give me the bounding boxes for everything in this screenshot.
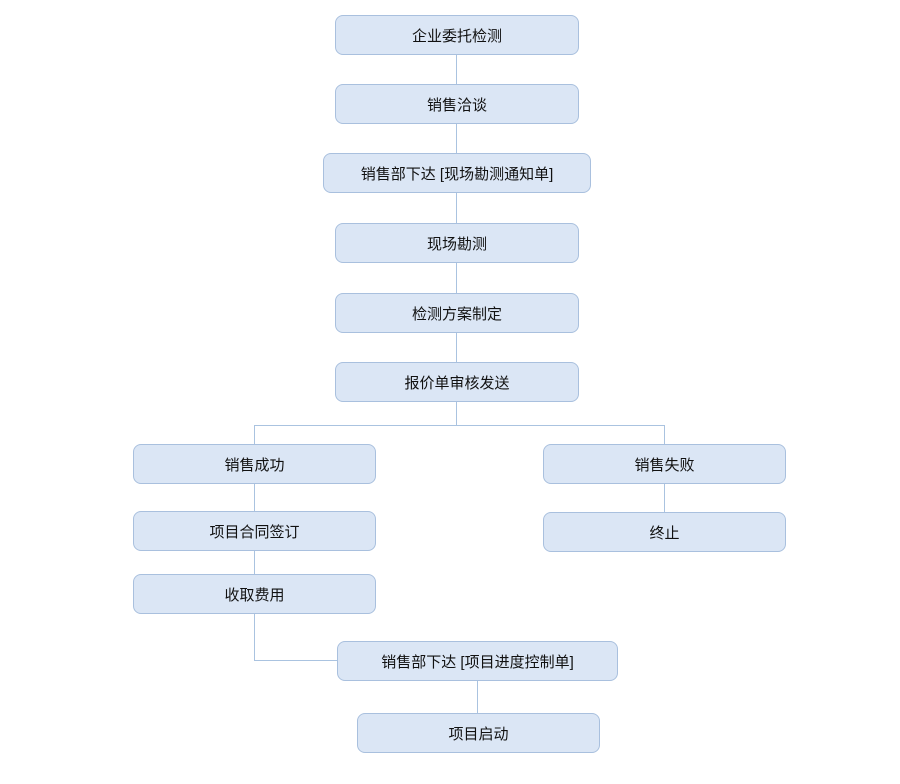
connector-fee-to-progress	[254, 660, 337, 661]
flow-node-quotation-review: 报价单审核发送	[335, 362, 579, 402]
connector-quotation-branch-stem	[456, 402, 457, 425]
connector-branch-to-failure	[664, 425, 665, 444]
connector-fee-down	[254, 614, 255, 661]
connector-progress-start	[477, 681, 478, 713]
connector-failure-terminate	[664, 484, 665, 512]
connector-plan-quotation	[456, 333, 457, 362]
flow-node-terminate: 终止	[543, 512, 786, 552]
flow-node-project-start: 项目启动	[357, 713, 600, 753]
flow-node-site-survey: 现场勘测	[335, 223, 579, 263]
connector-branch-horizontal	[254, 425, 665, 426]
flow-node-sales-failure: 销售失败	[543, 444, 786, 484]
connector-negotiation-notice	[456, 124, 457, 153]
connector-survey-plan	[456, 263, 457, 293]
connector-commission-negotiation	[456, 55, 457, 84]
connector-success-contract	[254, 484, 255, 511]
flow-node-fee-collection: 收取费用	[133, 574, 376, 614]
flow-node-enterprise-commission: 企业委托检测	[335, 15, 579, 55]
flow-node-test-plan: 检测方案制定	[335, 293, 579, 333]
flow-node-sales-negotiation: 销售洽谈	[335, 84, 579, 124]
flow-node-contract-signing: 项目合同签订	[133, 511, 376, 551]
connector-notice-survey	[456, 193, 457, 223]
connector-contract-fee	[254, 551, 255, 574]
connector-branch-to-success	[254, 425, 255, 444]
flow-node-progress-control: 销售部下达 [项目进度控制单]	[337, 641, 618, 681]
flow-node-survey-notice: 销售部下达 [现场勘测通知单]	[323, 153, 591, 193]
flow-node-sales-success: 销售成功	[133, 444, 376, 484]
